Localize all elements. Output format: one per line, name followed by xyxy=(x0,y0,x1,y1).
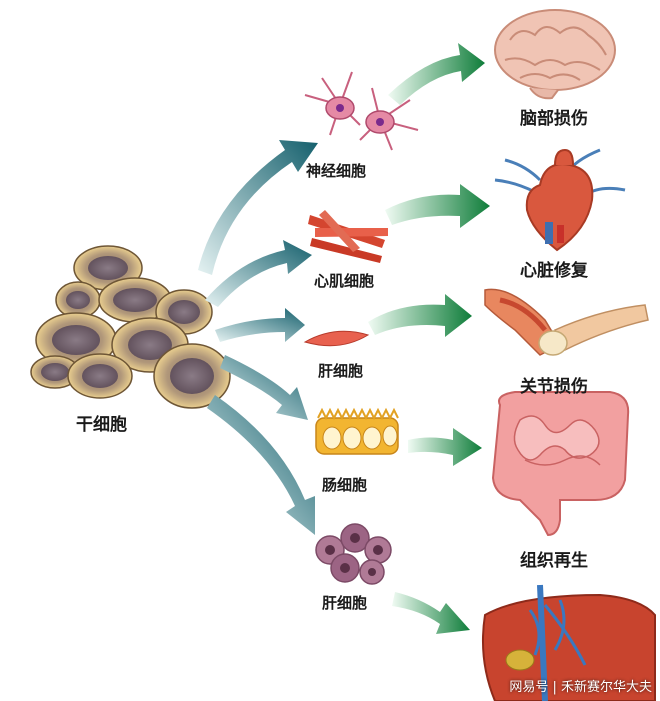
brain-illustration xyxy=(494,9,616,100)
stem-cell-label: 干细胞 xyxy=(76,415,127,435)
intestine-illustration xyxy=(491,391,630,537)
tissue-regeneration-label: 组织再生 xyxy=(520,551,588,571)
arrow-to-heart xyxy=(385,184,490,228)
intestinal-cells-illustration xyxy=(315,407,399,455)
arrow-to-intestinal-cell xyxy=(220,355,308,420)
arrow-to-nerve-cell xyxy=(198,140,318,275)
hepatocyte-cluster xyxy=(315,523,392,585)
joint-illustration xyxy=(484,288,649,356)
watermark-author: 禾新赛尔华大夫 xyxy=(560,680,652,695)
arrow-to-brain xyxy=(388,43,485,105)
intestinal-cell-label: 肠细胞 xyxy=(322,476,368,494)
arrow-to-intestine xyxy=(408,428,482,466)
heart-illustration xyxy=(494,148,626,252)
cardiac-cell-label: 心肌细胞 xyxy=(314,272,375,290)
arrow-to-joint xyxy=(368,294,472,337)
watermark: 网易号 | 禾新赛尔华大夫 xyxy=(509,676,652,695)
liver-cell-label: 肝细胞 xyxy=(318,362,364,380)
nerve-cell-illustration xyxy=(304,71,419,151)
arrow-to-liver-cell xyxy=(215,308,305,342)
liver-cell-spindle xyxy=(303,330,370,347)
cardiac-muscle-illustration xyxy=(308,210,388,263)
nerve-cell-label: 神经细胞 xyxy=(306,162,367,180)
differentiation-arrows xyxy=(198,140,318,535)
arrow-to-hepatocyte xyxy=(207,395,315,535)
nerve-cell-bodies xyxy=(325,96,395,134)
liver-illustration xyxy=(481,584,656,701)
arrow-to-cardiac-cell xyxy=(205,240,312,307)
hepatocyte-label: 肝细胞 xyxy=(322,594,368,612)
arrow-to-liver xyxy=(392,592,470,634)
watermark-separator: | xyxy=(552,680,561,695)
stem-cell-cluster xyxy=(30,245,231,409)
repair-arrows xyxy=(368,43,490,634)
watermark-platform: 网易号 xyxy=(509,680,549,695)
heart-repair-label: 心脏修复 xyxy=(520,261,588,281)
brain-injury-label: 脑部损伤 xyxy=(520,109,588,129)
joint-injury-label: 关节损伤 xyxy=(520,377,588,397)
